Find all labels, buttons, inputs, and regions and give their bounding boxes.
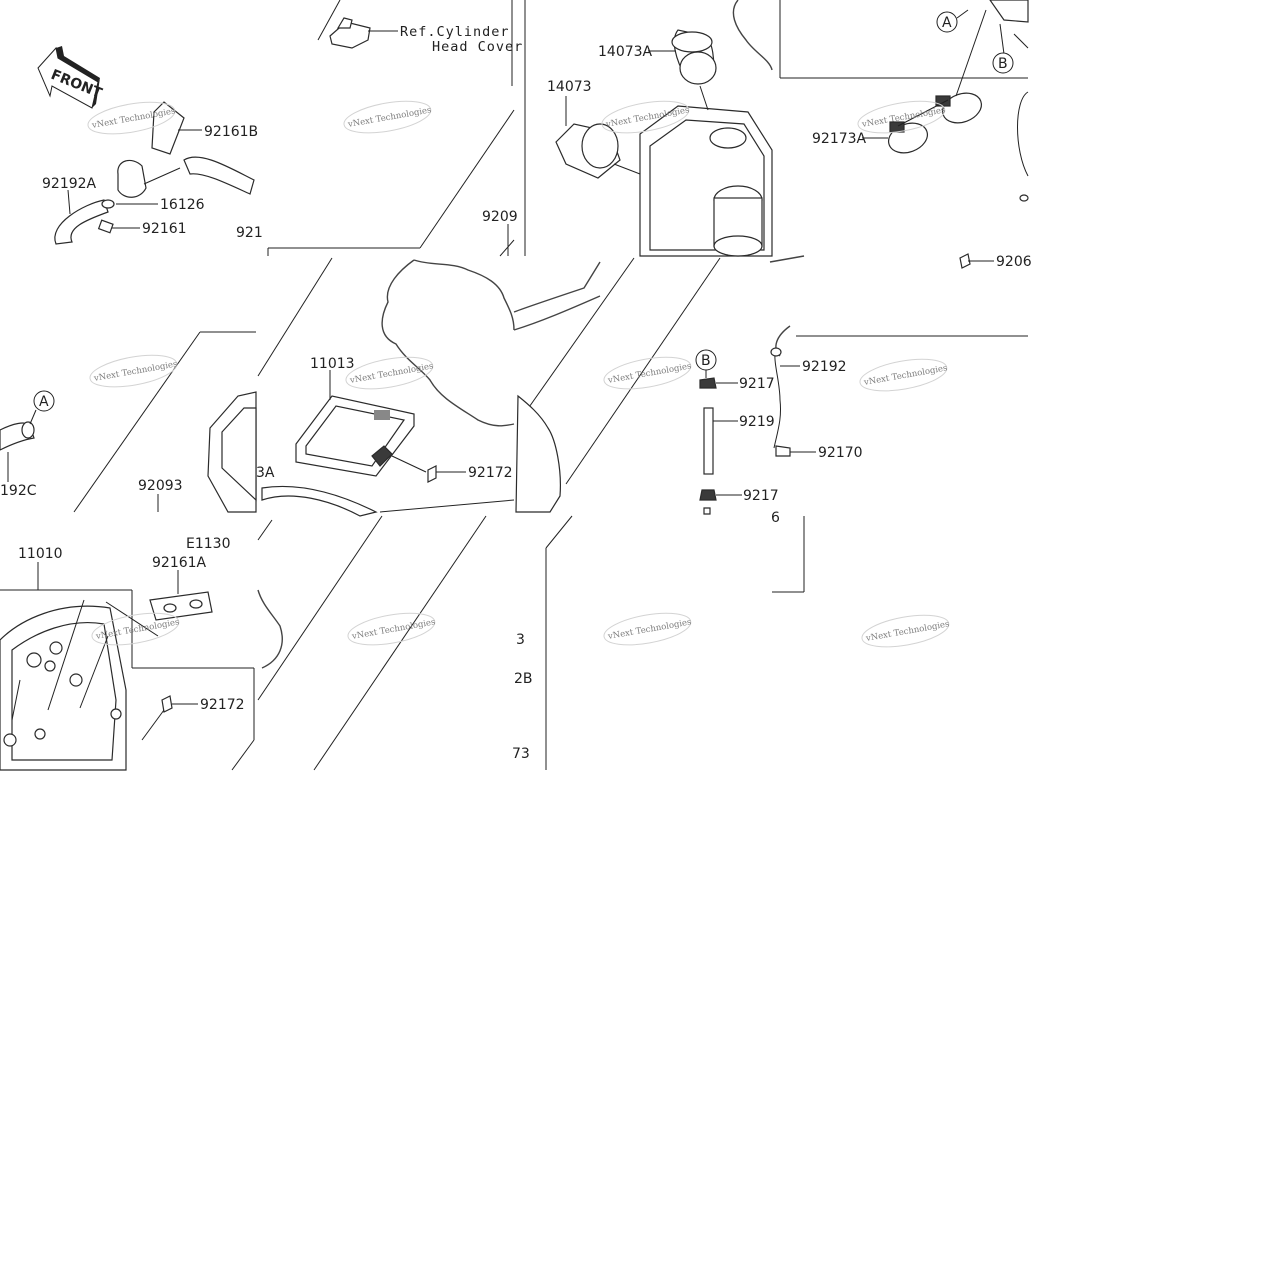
part-16126: 16126 (160, 197, 205, 213)
part-92161A: 92161A (152, 555, 207, 571)
watermark-text: vNext Technologies (864, 619, 950, 644)
watermark-text: vNext Technologies (350, 617, 436, 642)
part-2B-partial: 2B (514, 671, 533, 687)
part-92093: 92093 (138, 478, 183, 494)
part-92172-bottom: 92172 (200, 697, 245, 713)
callout-a-label-2: A (39, 394, 49, 410)
part-14073: 14073 (547, 79, 592, 95)
hose-92192: 92192 92170 (770, 347, 863, 593)
part-3A-partial: 3A (256, 465, 275, 481)
part-92172-middle: 92172 (468, 465, 513, 481)
part-9217-bottom: 9217 (743, 488, 779, 504)
part-9219-partial: 9219 (739, 414, 775, 430)
part-92173A: 92173A (812, 131, 867, 147)
watermark: vNext Technologies (347, 612, 436, 646)
part-92170: 92170 (818, 445, 863, 461)
watermark-text: vNext Technologies (348, 361, 434, 386)
part-92192: 92192 (802, 359, 847, 375)
part-73-partial: 73 (512, 746, 530, 762)
part-192C-partial: 192C (0, 483, 37, 499)
watermark: vNext Technologies (345, 356, 434, 390)
watermark-text: vNext Technologies (862, 363, 948, 388)
part-9206-partial: 9206 (996, 254, 1032, 270)
part-3-partial: 3 (516, 632, 525, 648)
part-92161B: 92161B (204, 124, 258, 140)
callout-b-label: B (998, 56, 1008, 72)
frame-lines-bottom: 3 2B 73 (257, 515, 573, 771)
part-92192A: 92192A (42, 176, 97, 192)
part-6-partial: 6 (771, 510, 780, 526)
watermark: vNext Technologies (89, 354, 178, 388)
callout-a-label: A (942, 15, 952, 31)
air-filter-element: 11013 92172 (261, 356, 513, 517)
head-cover-label: Head Cover (432, 39, 523, 55)
watermark: vNext Technologies (861, 614, 950, 648)
callout-b-icon: B (992, 52, 1014, 74)
watermark-text: vNext Technologies (606, 617, 692, 642)
callout-a-icon: A (936, 9, 969, 33)
valve-assembly: 92161B 92192A 16126 92161 921 (42, 101, 263, 245)
watermark: vNext Technologies (343, 100, 432, 134)
callout-a-icon: A (33, 390, 55, 412)
air-box-left: 3A 92093 192C (0, 391, 275, 513)
part-11013: 11013 (310, 356, 355, 372)
watermark: vNext Technologies (859, 358, 948, 392)
front-label: FRONT (49, 67, 105, 102)
callout-b-label-2: B (701, 353, 711, 369)
part-14073A: 14073A (598, 44, 653, 60)
callout-b-icon: B (695, 349, 717, 371)
front-arrow-icon: FRONT (37, 46, 105, 109)
clamp-group: 92173A 9206 (812, 0, 1032, 270)
watermark-text: vNext Technologies (346, 105, 432, 130)
watermark: vNext Technologies (603, 612, 692, 646)
part-9217-top: 9217 (739, 376, 775, 392)
breather-hose: 9217 9219 9217 6 (515, 370, 780, 526)
ref-cylinder-label: Ref.Cylinder (400, 24, 510, 40)
part-9209-partial: 9209 (482, 209, 518, 225)
part-11010: 11010 (18, 546, 63, 562)
frame-lines-middle (73, 255, 1028, 513)
watermark: vNext Technologies (603, 356, 692, 390)
watermark-text: vNext Technologies (92, 359, 178, 384)
lower-housing: 11010 E1130 92161A 92172 (0, 536, 255, 771)
frame-lines-top: 9209 (267, 0, 1028, 257)
part-E1130: E1130 (186, 536, 230, 552)
air-box-upper: 14073A 14073 (547, 0, 773, 257)
cylinder-head-cover-ref: Ref.Cylinder Head Cover (317, 0, 523, 55)
watermark-text: vNext Technologies (606, 361, 692, 386)
part-92161: 92161 (142, 221, 187, 237)
part-921-partial: 921 (236, 225, 263, 241)
